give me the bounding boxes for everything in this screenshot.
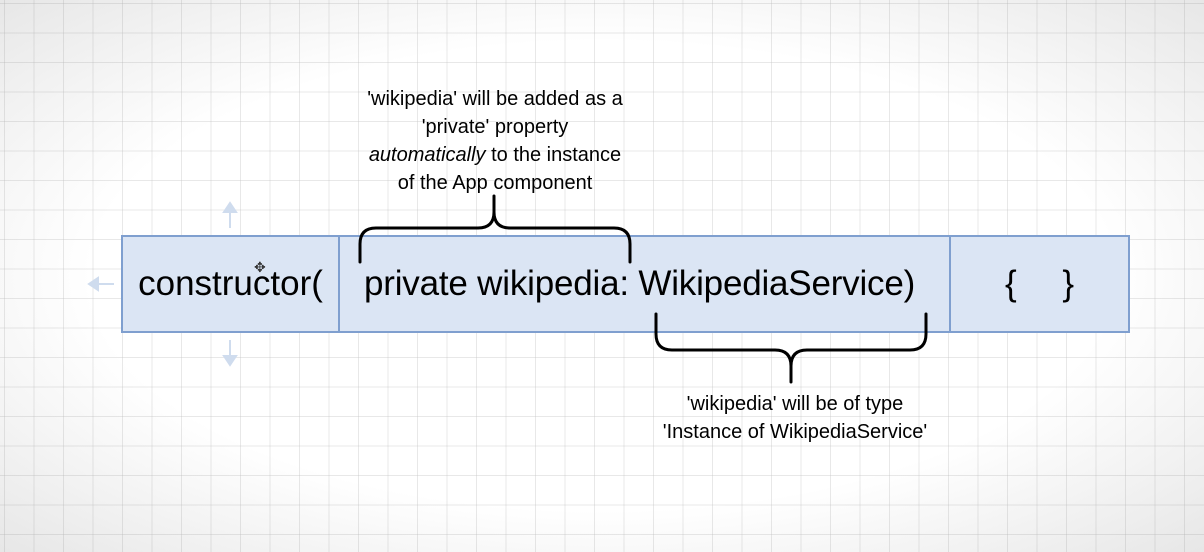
bottom-annotation: 'wikipedia' will be of type 'Instance of… [620,390,970,446]
top-annotation-line-3-rest: to the instance [485,144,622,166]
top-annotation: 'wikipedia' will be added as a 'private'… [340,85,650,197]
body-box[interactable]: { } [949,235,1130,333]
top-brace [358,194,632,264]
constructor-box[interactable]: constructor( [121,235,340,333]
bottom-annotation-line-1: 'wikipedia' will be of type [686,393,904,415]
top-annotation-line-2: 'private' property [421,116,569,138]
top-annotation-line-4: of the App component [397,172,593,194]
move-cursor-icon: ✥ [254,259,266,275]
bottom-annotation-line-2: 'Instance of WikipediaService' [662,421,928,443]
automatically-emphasis: automatically [368,144,486,166]
bottom-brace [654,312,928,384]
constructor-label: constructor( [138,264,323,303]
parameter-text: private wikipedia: WikipediaService) [364,264,916,303]
top-annotation-line-3: automatically to the instance [340,141,650,169]
body-braces: { } [1004,264,1093,303]
top-annotation-line-1: 'wikipedia' will be added as a [367,88,623,110]
